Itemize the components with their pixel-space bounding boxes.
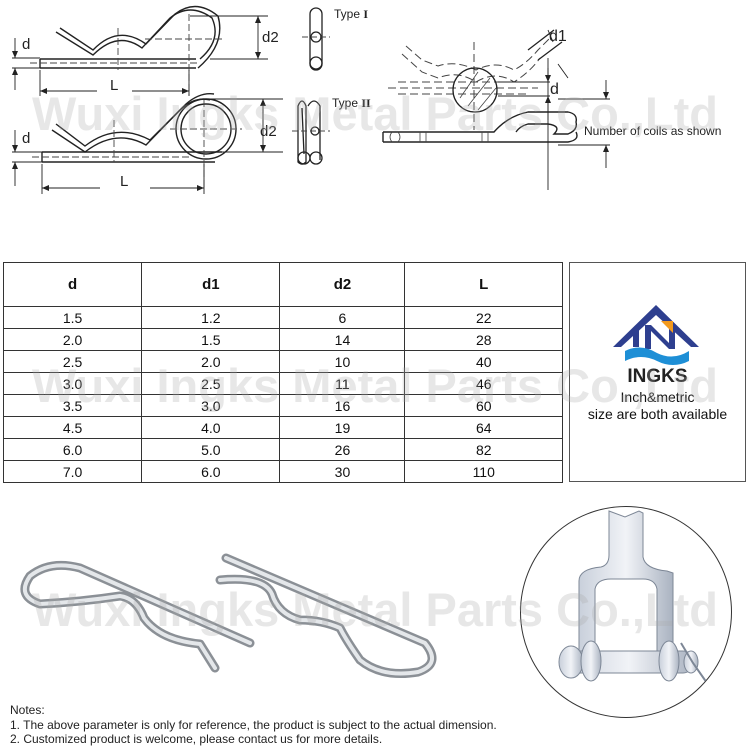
- col-header-d2: d2: [279, 262, 406, 307]
- type2-dim-d: d: [22, 130, 31, 147]
- cell-L: 110: [404, 460, 563, 483]
- type2-label: Type II: [332, 96, 371, 110]
- spec-table: d d1 d2 L 1.5 1.2 6 22 2.0 1.5 14 28 2.5…: [2, 262, 563, 483]
- technical-drawings: d d2 L Type I: [0, 0, 750, 200]
- note-item-2: 2. Customized product is welcome, please…: [10, 732, 383, 746]
- logo-caption-line1: Inch&metric: [620, 389, 695, 405]
- cell-L: 28: [404, 328, 563, 351]
- table-row: 6.0 5.0 26 82: [2, 438, 563, 461]
- logo-panel: INGKS Inch&metric size are both availabl…: [569, 262, 746, 482]
- table-row: 3.0 2.5 11 46: [2, 372, 563, 395]
- type2-dim-L: L: [120, 173, 129, 190]
- cell-d: 2.0: [2, 328, 143, 351]
- cell-d: 1.5: [2, 306, 143, 329]
- col-header-d1: d1: [141, 262, 281, 307]
- cell-d1: 1.5: [141, 328, 281, 351]
- cell-d1: 2.5: [141, 372, 281, 395]
- col-header-d: d: [2, 262, 143, 307]
- cell-d: 2.5: [2, 350, 143, 373]
- type2-dim-d2: d2: [260, 123, 277, 140]
- table-row: 3.5 3.0 16 60: [2, 394, 563, 417]
- cell-d2: 26: [279, 438, 406, 461]
- cell-L: 82: [404, 438, 563, 461]
- detail-dim-d1: d1: [549, 28, 567, 45]
- cell-d2: 14: [279, 328, 406, 351]
- cell-d2: 30: [279, 460, 406, 483]
- notes-section: Notes: 1. The above parameter is only fo…: [10, 703, 497, 747]
- cell-d2: 16: [279, 394, 406, 417]
- cell-d: 3.5: [2, 394, 143, 417]
- type1-label: Type I: [334, 7, 369, 21]
- shackle-photo: [520, 506, 732, 718]
- table-row: 7.0 6.0 30 110: [2, 460, 563, 483]
- coils-note: Number of coils as shown: [584, 124, 722, 138]
- cell-d: 7.0: [2, 460, 143, 483]
- table-header-row: d d1 d2 L: [2, 262, 563, 307]
- cell-d2: 6: [279, 306, 406, 329]
- col-header-L: L: [404, 262, 563, 307]
- type1-clip-drawing: [12, 5, 268, 96]
- shackle-icon: [558, 510, 708, 684]
- cell-d1: 6.0: [141, 460, 281, 483]
- table-row: 2.5 2.0 10 40: [2, 350, 563, 373]
- cell-L: 46: [404, 372, 563, 395]
- cell-L: 64: [404, 416, 563, 439]
- table-row: 1.5 1.2 6 22: [2, 306, 563, 329]
- table-row: 4.5 4.0 19 64: [2, 416, 563, 439]
- cell-L: 60: [404, 394, 563, 417]
- type1-dim-L: L: [110, 77, 119, 94]
- type1-dim-d: d: [22, 36, 31, 53]
- brand-name: INGKS: [627, 366, 688, 387]
- cell-d2: 19: [279, 416, 406, 439]
- cell-d1: 3.0: [141, 394, 281, 417]
- cell-d2: 11: [279, 372, 406, 395]
- detail-drawing: [382, 29, 610, 190]
- cell-d1: 2.0: [141, 350, 281, 373]
- ingks-logo-icon: [613, 305, 699, 365]
- cell-L: 40: [404, 350, 563, 373]
- detail-dim-d: d: [550, 81, 559, 98]
- cell-d1: 1.2: [141, 306, 281, 329]
- cell-d: 3.0: [2, 372, 143, 395]
- cell-d2: 10: [279, 350, 406, 373]
- notes-title: Notes:: [10, 703, 45, 717]
- logo-caption-line2: size are both available: [587, 406, 728, 422]
- cell-d: 4.5: [2, 416, 143, 439]
- type2-end-view: [292, 100, 330, 165]
- type2-clip-drawing: [12, 93, 283, 194]
- type1-end-view: [302, 7, 330, 71]
- r-clip-photo: [20, 553, 437, 678]
- note-item-1: 1. The above parameter is only for refer…: [10, 717, 497, 732]
- cell-d1: 4.0: [141, 416, 281, 439]
- type1-dim-d2: d2: [262, 29, 279, 46]
- cell-d1: 5.0: [141, 438, 281, 461]
- cell-d: 6.0: [2, 438, 143, 461]
- table-row: 2.0 1.5 14 28: [2, 328, 563, 351]
- cell-L: 22: [404, 306, 563, 329]
